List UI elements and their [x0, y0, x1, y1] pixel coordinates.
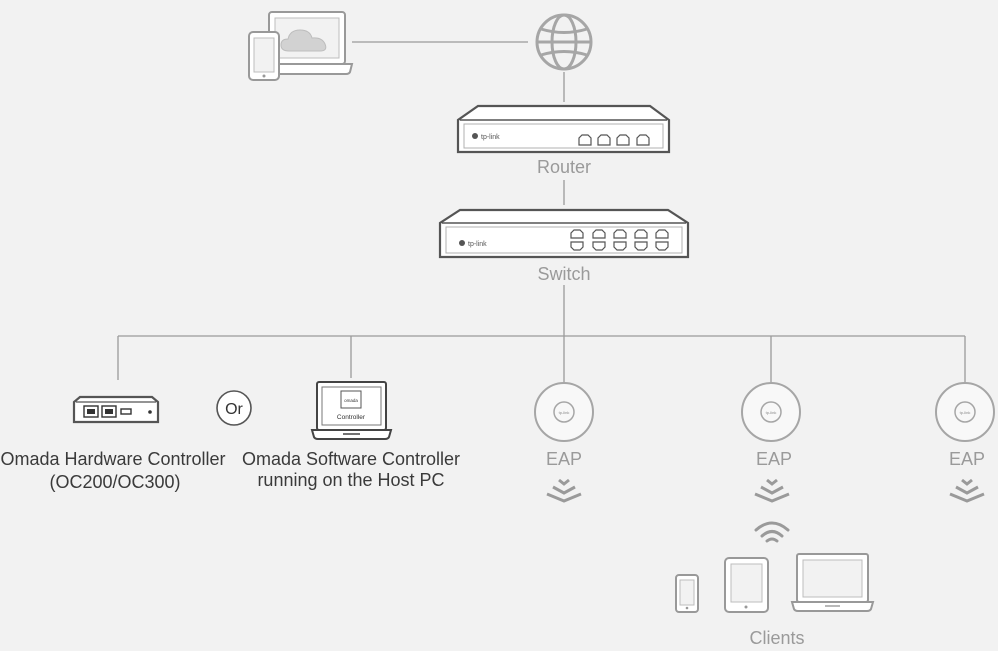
laptop-icon: omada Controller: [310, 381, 393, 440]
software-controller-label-line2: running on the Host PC: [257, 470, 444, 490]
or-label: Or: [225, 401, 243, 418]
hardware-controller-label-line1: Omada Hardware Controller: [0, 449, 225, 469]
wifi-signal-icon: [546, 478, 582, 503]
screen-brand: omada: [344, 398, 358, 403]
eap-brand: tp-link: [960, 410, 971, 415]
software-controller-label-line1: Omada Software Controller: [242, 449, 460, 469]
switch-icon: tp-link: [438, 208, 690, 259]
eap-label-3: EAP: [949, 449, 985, 469]
or-badge: Or: [216, 390, 252, 426]
eap-label-1: EAP: [546, 449, 582, 469]
eap-icon: tp-link: [935, 382, 995, 442]
internet-globe-icon: [535, 13, 593, 71]
router-label: Router: [537, 157, 591, 177]
eap-icon: tp-link: [534, 382, 594, 442]
connection-lines: [117, 41, 966, 382]
router-brand: tp-link: [481, 134, 500, 141]
router-ports: [578, 134, 650, 146]
wifi-signal-icon: [949, 478, 985, 503]
eap-icon: tp-link: [741, 382, 801, 442]
phone-icon: [675, 574, 699, 613]
clients-label: Clients: [749, 628, 804, 648]
screen-caption: Controller: [337, 414, 366, 421]
wifi-signal-icon: [754, 521, 790, 543]
switch-brand: tp-link: [468, 241, 487, 248]
tablet-icon: [724, 557, 769, 613]
hardware-controller-label-line2: (OC200/OC300): [49, 472, 180, 492]
hardware-controller-icon: [72, 395, 160, 424]
laptop-icon: [790, 553, 875, 612]
eap-brand: tp-link: [559, 410, 570, 415]
switch-ports: [570, 229, 669, 251]
cloud-devices-icon: [248, 11, 354, 81]
wifi-signal-icon: [754, 478, 790, 503]
switch-label: Switch: [537, 264, 590, 284]
eap-label-2: EAP: [756, 449, 792, 469]
eap-brand: tp-link: [766, 410, 777, 415]
router-icon: tp-link: [456, 104, 671, 154]
